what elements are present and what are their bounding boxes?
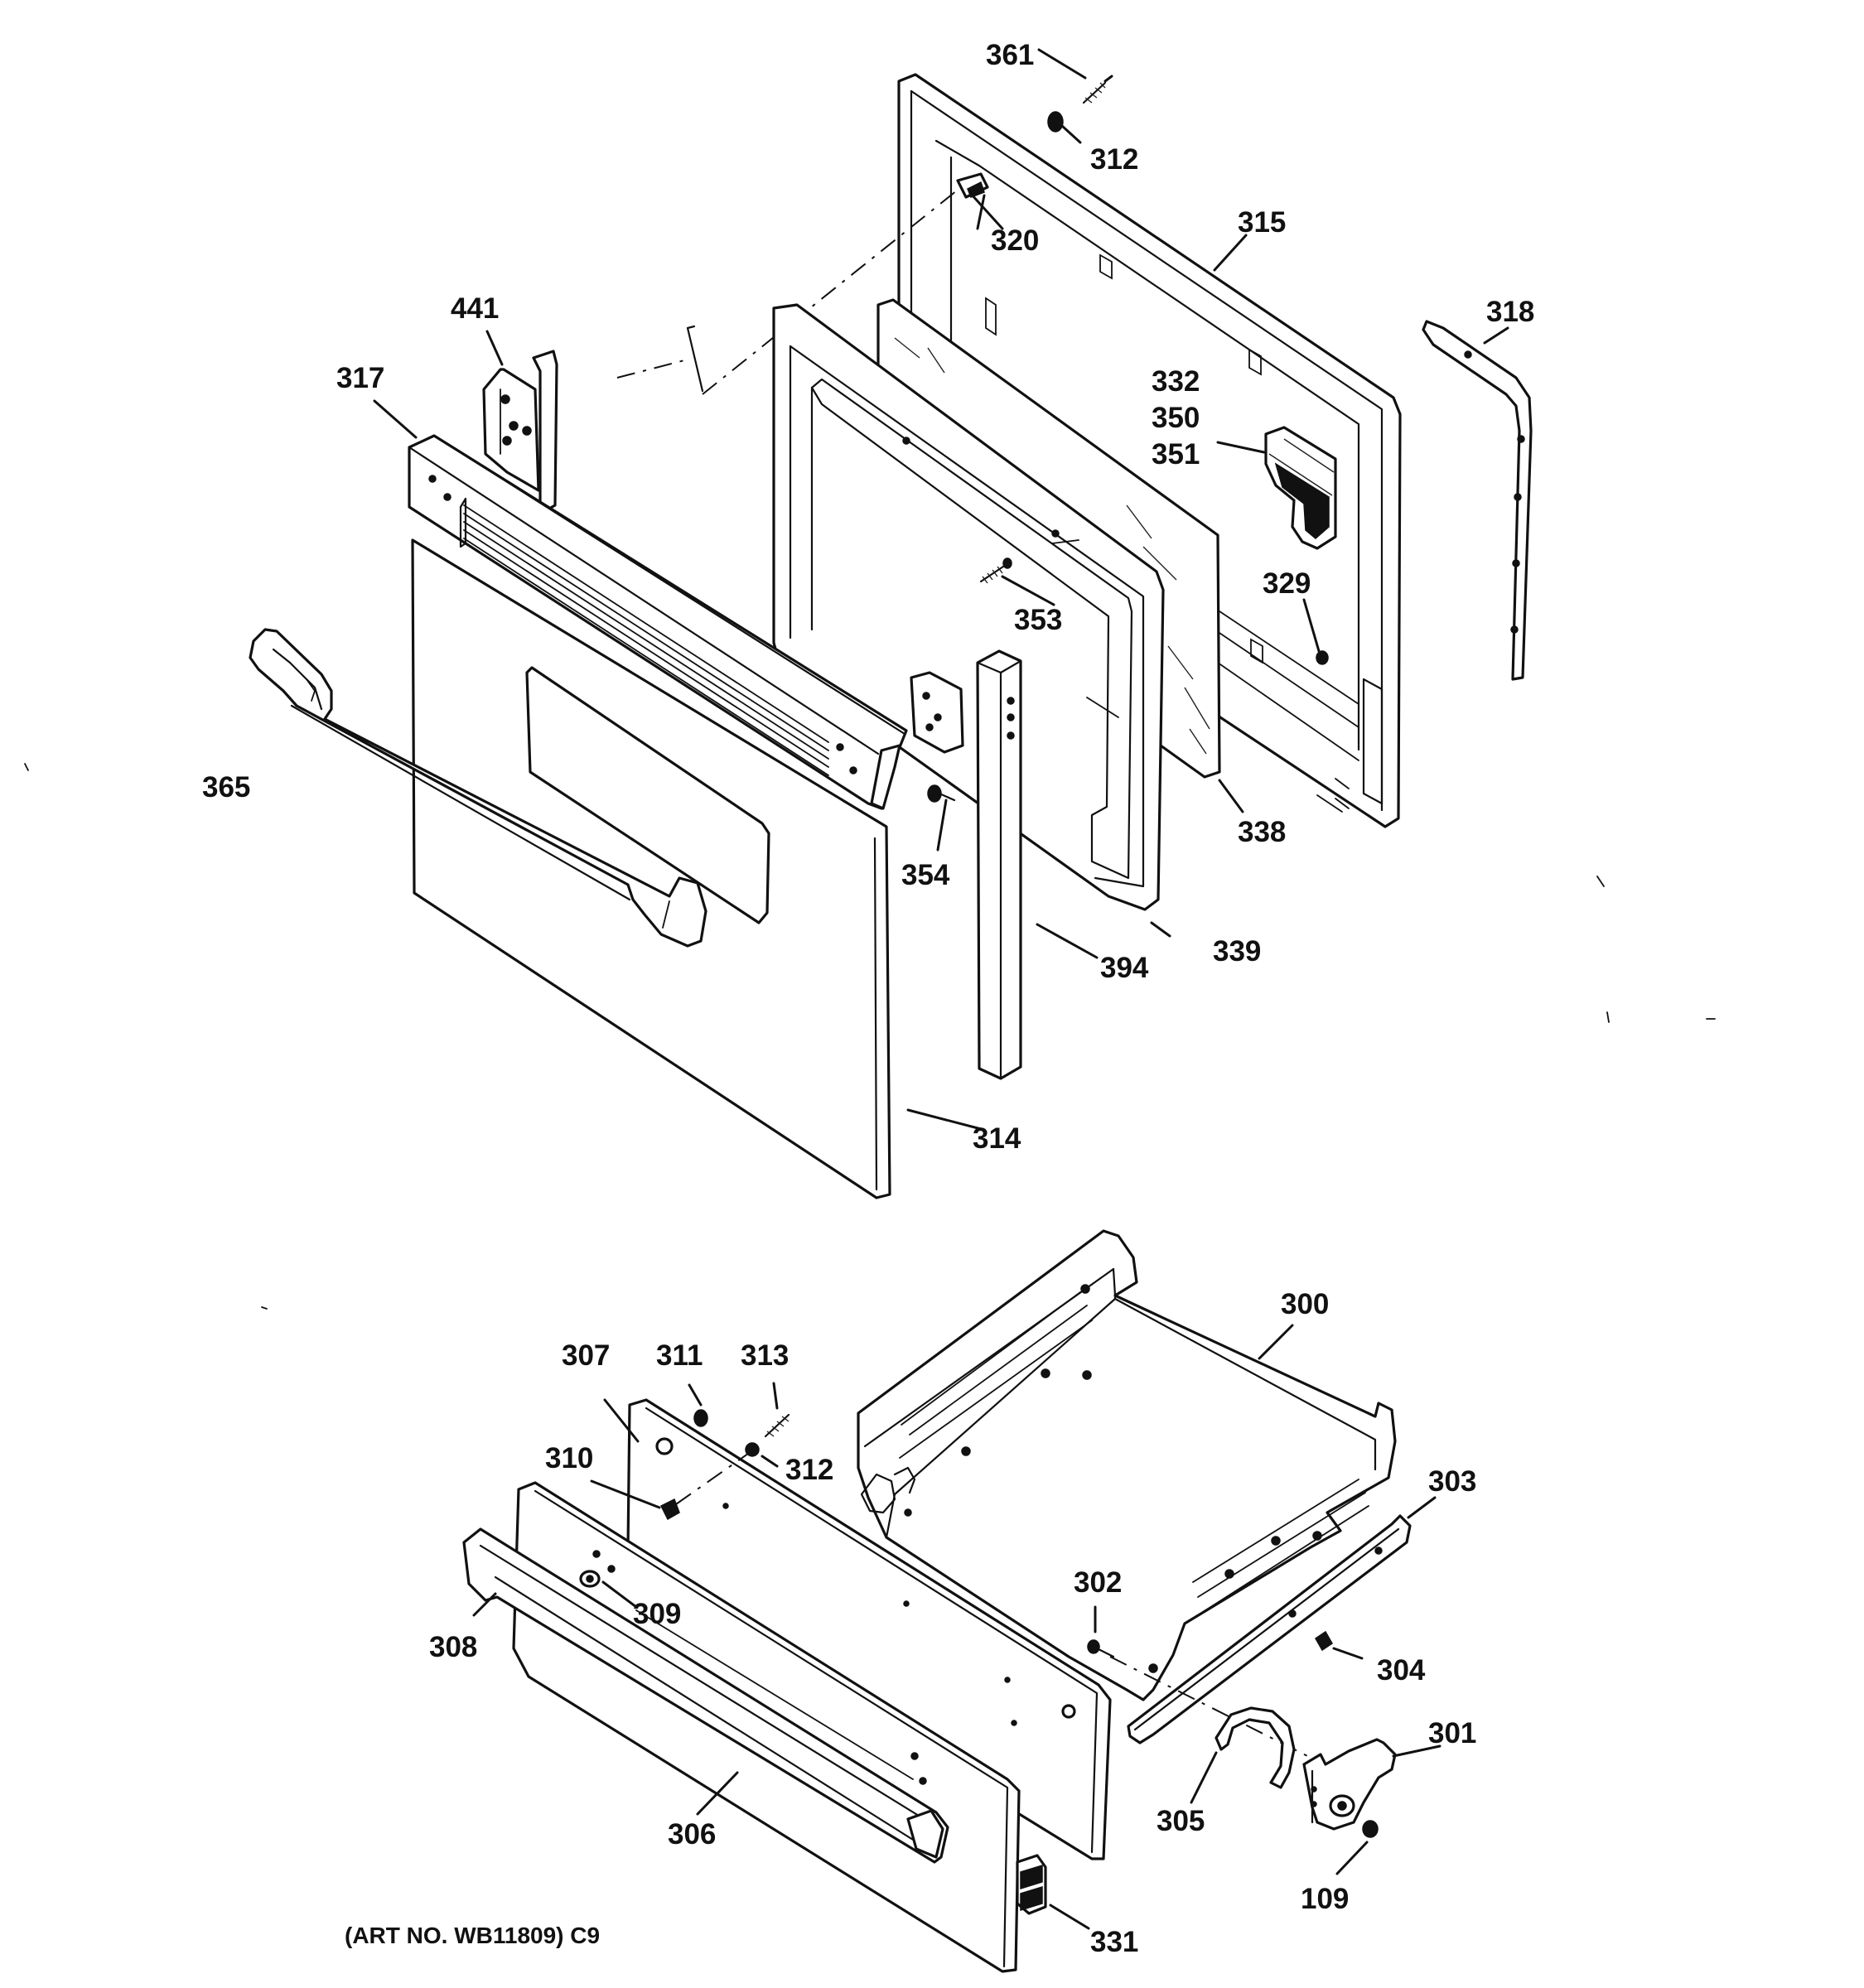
callout-302: 302 [1074,1566,1122,1599]
alignment-line-upper [616,359,688,379]
art-number: (ART NO. WB11809) C9 [345,1923,600,1948]
callout-305: 305 [1157,1805,1205,1837]
callout-361: 361 [986,39,1034,71]
screw-313 [764,1413,790,1438]
drawer-body-300 [857,1229,1397,1701]
door-handle-365 [249,628,707,948]
callout-339: 339 [1213,935,1261,967]
screw-354 [927,784,956,803]
scan-specks [24,763,1716,1310]
callout-350: 350 [1152,402,1200,434]
callout-306: 306 [668,1818,716,1850]
bracket-331 [1016,1854,1047,1915]
callout-338: 338 [1238,816,1286,848]
alignment-mark [686,325,704,393]
screw-353 [979,557,1012,584]
callout-312-lower: 312 [785,1454,833,1486]
door-inner-panel-315 [897,73,1402,828]
callout-109: 109 [1301,1883,1349,1915]
screw-329 [1316,650,1329,665]
screw-361 [1082,75,1113,104]
callout-329: 329 [1263,567,1311,600]
callout-354: 354 [901,859,950,891]
callout-365: 365 [202,771,250,803]
callout-310: 310 [545,1442,593,1474]
outer-door-panel-314 [411,538,891,1199]
callout-353: 353 [1014,604,1062,636]
clip-310 [659,1498,680,1521]
callout-320: 320 [991,224,1039,257]
callout-394: 394 [1100,952,1149,984]
alignment-line-panel [675,1449,755,1505]
clip-304 [1315,1630,1333,1652]
vent-trim-317 [408,434,908,810]
callout-308: 308 [429,1631,477,1663]
callout-318: 318 [1486,296,1534,328]
callout-301: 301 [1428,1717,1476,1749]
spring-305 [1214,1706,1296,1789]
drawer-handle-308 [462,1527,949,1864]
door-gasket-318 [1422,320,1533,681]
callout-351: 351 [1152,438,1200,470]
leader-lines [373,48,1509,1930]
washer-312 [1047,111,1064,133]
nut-311 [693,1409,708,1427]
callout-312: 312 [1090,143,1138,176]
callout-314: 314 [973,1122,1021,1155]
callout-317: 317 [336,362,384,394]
alignment-line-diagonal [702,186,962,395]
screw-302 [1087,1639,1115,1658]
callout-331: 331 [1090,1926,1138,1958]
callout-315: 315 [1238,206,1286,239]
callout-309: 309 [633,1598,681,1630]
hinge-channel-394 [910,649,1022,1080]
drawer-hinge-301 [1302,1738,1397,1831]
callout-311: 311 [656,1339,703,1372]
callout-313: 313 [741,1339,789,1372]
door-frame-339 [772,303,1165,911]
callout-307: 307 [562,1339,610,1372]
callout-332: 332 [1152,365,1200,398]
nut-109 [1362,1820,1379,1838]
alignment-line-drawer [1109,1656,1335,1770]
hinge-bracket-441 [482,350,558,515]
drawer-slide-303 [1127,1514,1412,1744]
callout-304: 304 [1377,1654,1426,1686]
callout-300: 300 [1281,1288,1329,1320]
callout-441: 441 [451,292,499,325]
callout-303: 303 [1428,1465,1476,1498]
insulation-351 [1264,426,1337,550]
